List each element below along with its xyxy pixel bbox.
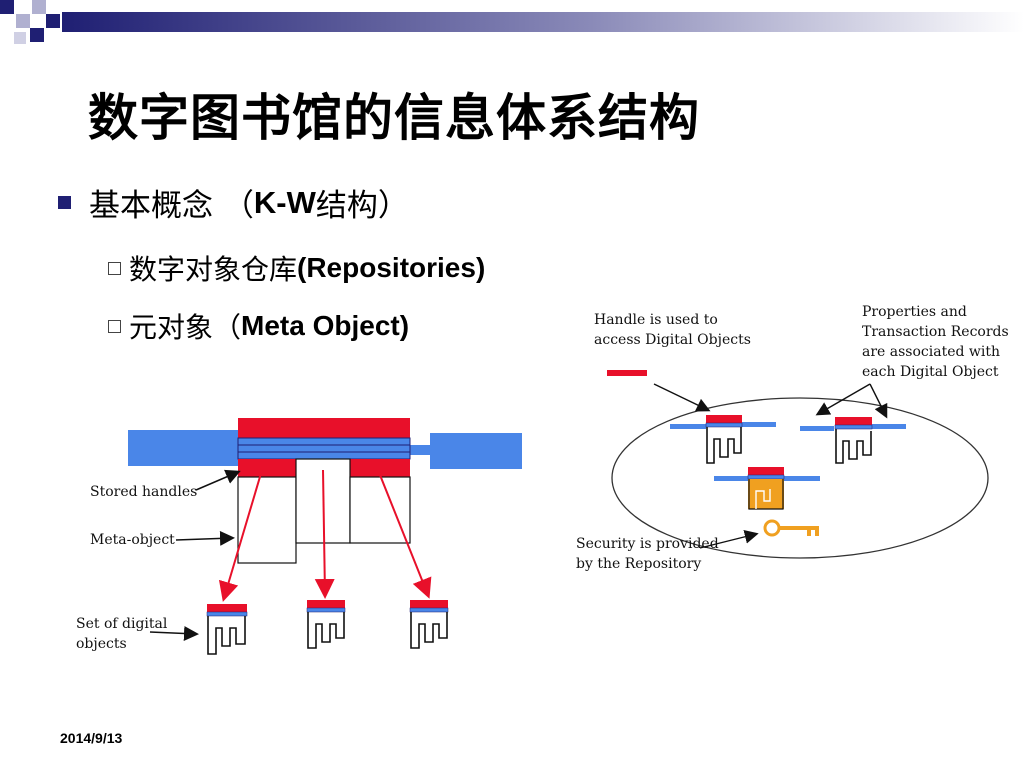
hollow-square-bullet-icon: [108, 261, 121, 275]
digital-object-icon: [834, 417, 873, 464]
right-connector-bar: [430, 433, 522, 469]
handle-icon: [607, 370, 647, 376]
square-bullet-icon: [58, 196, 71, 209]
hollow-square-bullet-icon: [108, 319, 121, 333]
set-of-digital-objects-label: Set of digital objects: [76, 616, 168, 652]
stored-handles-label: Stored handles: [90, 484, 198, 500]
bullet-meta-object: 元对象（Meta Object): [108, 306, 409, 346]
properties-caption: Properties and Transaction Records are a…: [862, 304, 1009, 380]
bullet-repositories: 数字对象仓库(Repositories): [108, 248, 485, 288]
digital-object-icon: [306, 600, 346, 649]
key-icon: [763, 519, 819, 537]
digital-object-icon: [206, 604, 248, 655]
slide-date: 2014/9/13: [60, 730, 123, 746]
security-caption: Security is provided by the Repository: [576, 536, 719, 572]
left-connector-bar: [128, 430, 238, 466]
handle-caption: Handle is used to access Digital Objects: [594, 312, 751, 348]
slide-title: 数字图书馆的信息体系结构: [88, 89, 700, 147]
digital-object-icon: [747, 467, 785, 510]
meta-object-label: Meta-object: [90, 532, 175, 548]
digital-object-icon: [409, 600, 449, 649]
meta-object-diagram: [128, 418, 522, 655]
digital-object-icon: [705, 415, 743, 464]
meta-object-header: [238, 418, 410, 438]
repository-diagram: [607, 370, 989, 559]
header-decoration: [0, 0, 1024, 44]
